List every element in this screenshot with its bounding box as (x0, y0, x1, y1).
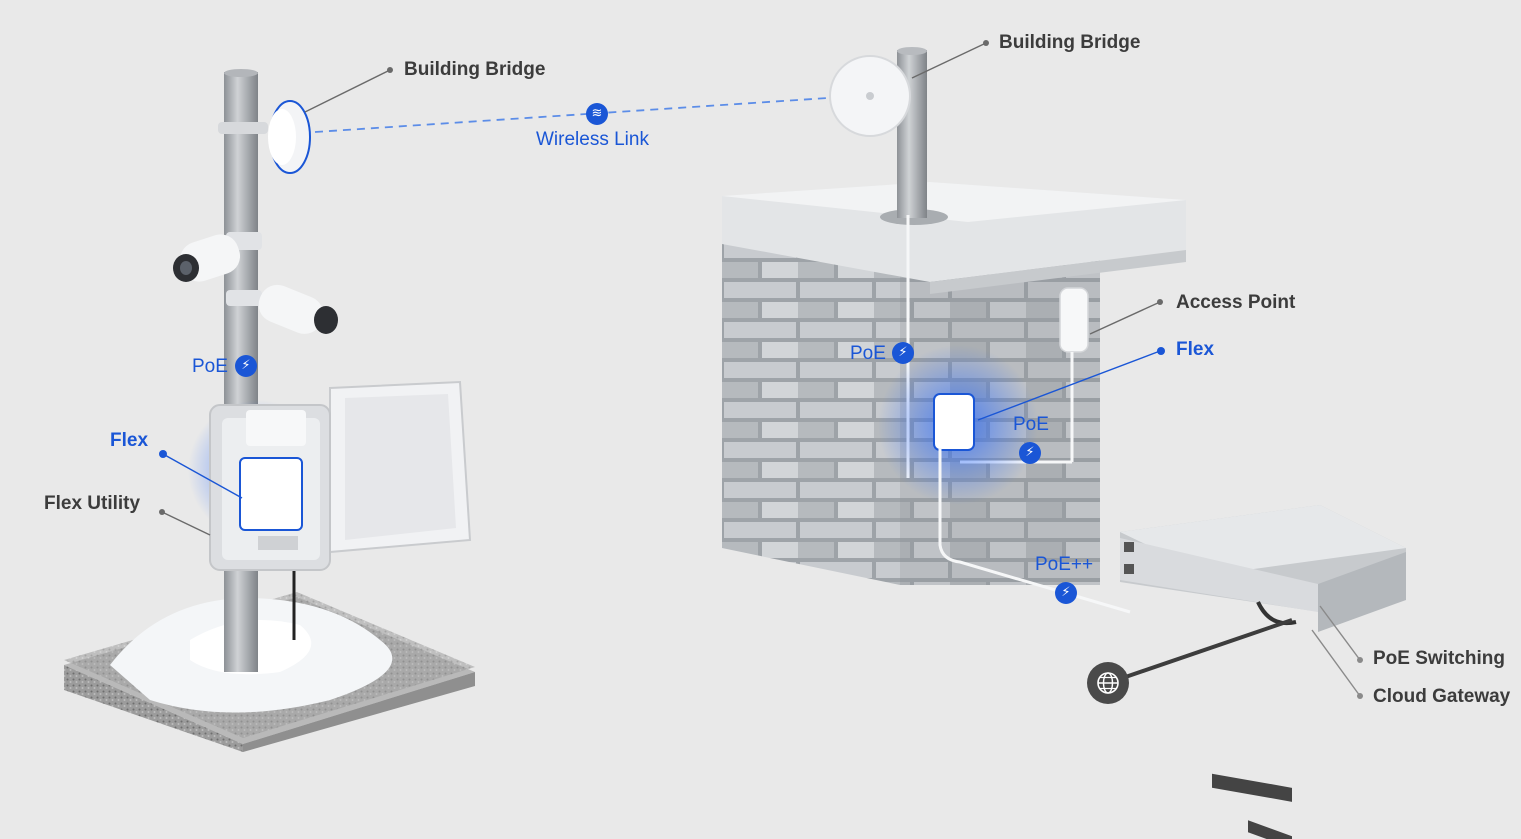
building-bridge-left-label: Building Bridge (404, 59, 546, 80)
flex-right-label: Flex (1176, 339, 1215, 360)
poe-right-label: PoE (1013, 414, 1049, 435)
flex-utility-enclosure (188, 380, 472, 571)
poe-left-label: PoE (192, 356, 228, 377)
leader-lines (159, 40, 1363, 699)
flex-utility-label: Flex Utility (44, 493, 141, 514)
flex-left-label: Flex (110, 430, 149, 451)
poe-switching-label: PoE Switching (1373, 648, 1505, 669)
power-bolt-icon: ⚡ (892, 342, 914, 364)
right-bridge-device (829, 55, 911, 137)
ground-slab (64, 592, 475, 752)
poe-wall-label: PoE (850, 343, 886, 364)
power-bolt-icon: ⚡ (1055, 582, 1077, 604)
building-bridge-right-label: Building Bridge (999, 32, 1141, 53)
cameras (173, 232, 338, 334)
wireless-link-icon: ≋ (586, 103, 608, 125)
access-point-label: Access Point (1176, 292, 1296, 313)
wireless-link-label: Wireless Link (536, 129, 649, 150)
globe-icon (1087, 662, 1129, 704)
left-bridge-device (218, 100, 311, 174)
wall-flex-device (878, 345, 1131, 614)
power-bolt-icon: ⚡ (235, 355, 257, 377)
cloud-gateway-label: Cloud Gateway (1373, 686, 1511, 707)
poe-plus-plus-label: PoE++ (1035, 554, 1094, 575)
rack-devices (1107, 505, 1406, 839)
power-bolt-icon: ⚡ (1019, 442, 1041, 464)
